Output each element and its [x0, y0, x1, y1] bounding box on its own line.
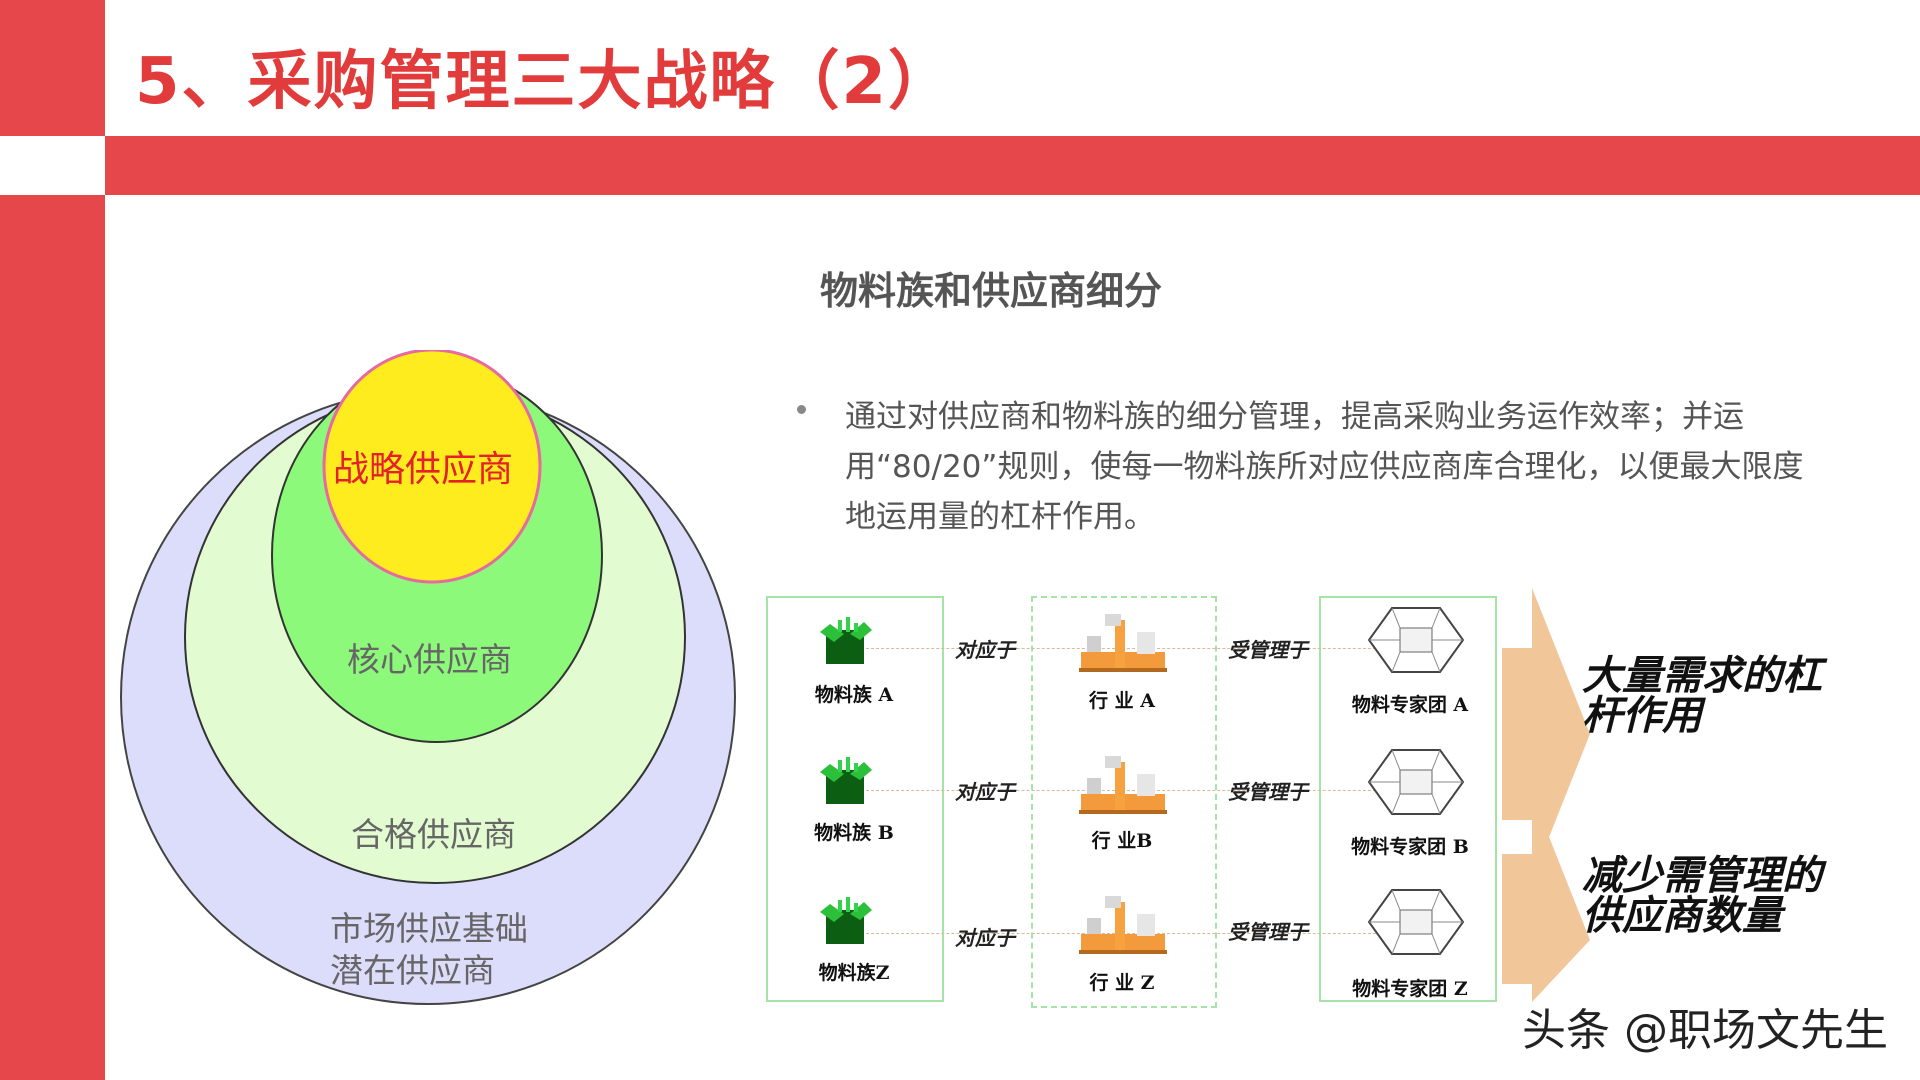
industry-icon [1079, 614, 1167, 672]
relation-label: 对应于 [955, 638, 1015, 662]
material-family-label: 物料族Z [818, 962, 890, 984]
industry-label: 行 业 Z [1089, 972, 1155, 994]
material-family-icon [820, 897, 872, 944]
bullet-icon [797, 405, 806, 414]
reduce-suppliers-label: 减少需管理的供应商数量 [1582, 852, 1822, 939]
relation-label: 受管理于 [1228, 780, 1308, 804]
material-family-label: 物料族 A [814, 684, 894, 706]
left-red-bar-bottom [0, 195, 105, 1080]
relation-label: 对应于 [955, 780, 1015, 804]
strategic-supplier-circle [322, 350, 542, 584]
leverage-label: 大量需求的杠杆作用 [1582, 652, 1822, 739]
industry-label: 行 业B [1091, 830, 1153, 852]
strategic-supplier-label: 战略供应商 [333, 449, 514, 490]
expert-team-icon [1367, 889, 1465, 955]
expert-team-label: 物料专家团 B [1351, 836, 1469, 858]
row-line-z [866, 933, 1396, 934]
section-subtitle: 物料族和供应商细分 [820, 269, 1163, 313]
market-supply-line2: 潜在供应商 [330, 951, 495, 990]
relation-label: 受管理于 [1228, 638, 1308, 662]
supplier-circles-diagram [120, 350, 736, 1005]
page-title: 5、采购管理三大战略（2） [135, 45, 955, 119]
market-supply-label: 市场供应基础 潜在供应商 [330, 908, 528, 992]
market-supply-line1: 市场供应基础 [330, 909, 528, 948]
material-family-column [766, 596, 944, 1002]
expert-team-icon [1367, 749, 1465, 815]
watermark: 头条 @职场文先生 [1522, 1005, 1888, 1056]
relation-label: 对应于 [955, 926, 1015, 950]
core-supplier-label: 核心供应商 [347, 640, 512, 679]
expert-team-label: 物料专家团 Z [1352, 978, 1468, 1000]
chevron-arrows [1502, 588, 1590, 1002]
material-family-label: 物料族 B [814, 822, 894, 844]
material-family-icon [820, 617, 872, 664]
row-line-a [866, 648, 1396, 649]
header-red-band [105, 136, 1920, 195]
material-family-icon [820, 757, 872, 804]
industry-icon [1079, 896, 1167, 954]
left-red-bar-top [0, 0, 105, 136]
expert-team-icon [1367, 607, 1465, 673]
relation-label: 受管理于 [1228, 920, 1308, 944]
qualified-supplier-label: 合格供应商 [351, 815, 516, 854]
row-line-b [866, 790, 1396, 791]
expert-team-column [1319, 596, 1497, 1002]
industry-icon [1079, 756, 1167, 814]
bullet-text: 通过对供应商和物料族的细分管理，提高采购业务运作效率；并运用“80/20”规则，… [845, 399, 1804, 535]
chevron-arrow-bottom [1502, 794, 1590, 1002]
chevron-arrow-top [1502, 588, 1590, 880]
industry-column [1031, 596, 1217, 1008]
industry-label: 行 业 A [1089, 690, 1155, 712]
expert-team-label: 物料专家团 A [1351, 694, 1469, 716]
